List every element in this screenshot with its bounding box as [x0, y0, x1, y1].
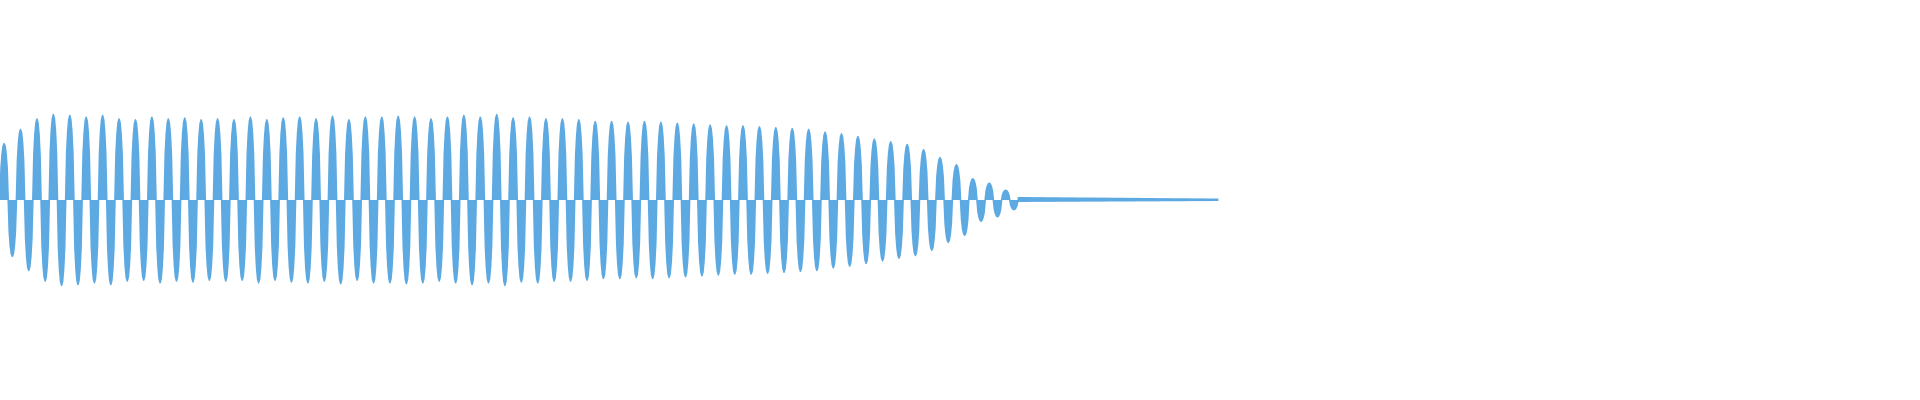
waveform-signal — [0, 113, 1019, 287]
waveform-tail-signal — [1017, 196, 1219, 202]
